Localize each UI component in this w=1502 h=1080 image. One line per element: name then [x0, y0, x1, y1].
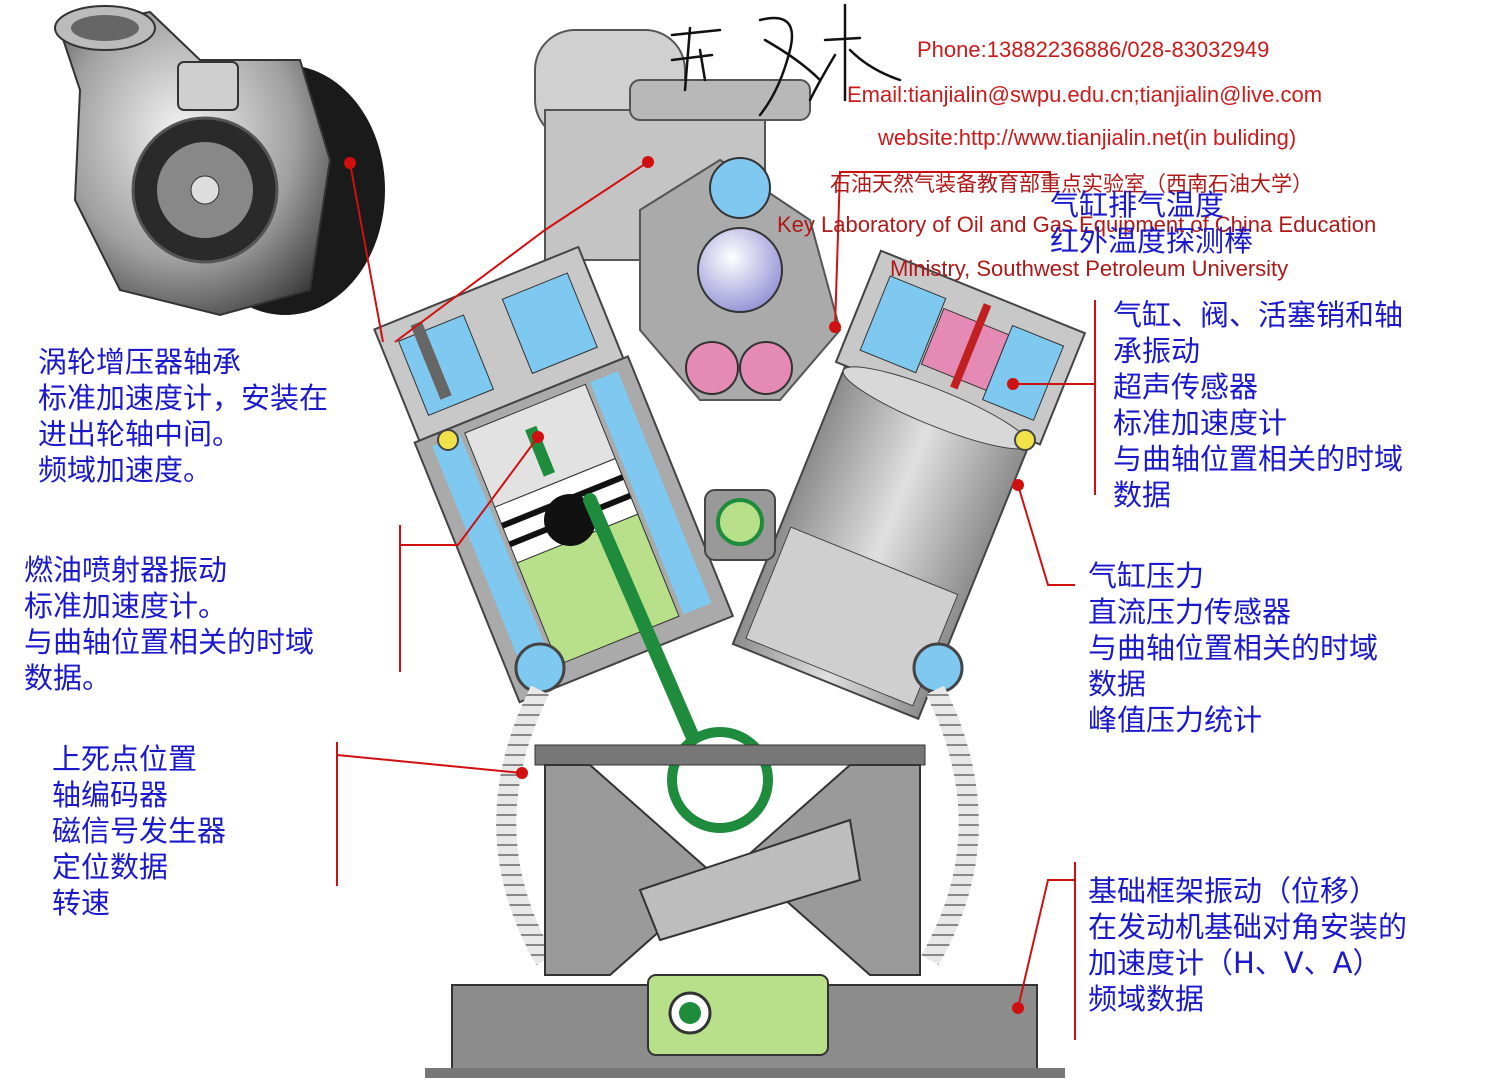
right-cylinder-bank: [731, 249, 1087, 721]
head-bolt-right: [1014, 429, 1036, 451]
callout-line: 磁信号发生器: [52, 814, 227, 848]
leader-turbo: [349, 162, 384, 343]
left-valve-spring: [410, 321, 452, 400]
callout-foundation-vibration: 基础框架振动（位移） 在发动机基础对角安装的 加速度计（H、V、A） 频域数据: [1088, 873, 1407, 1017]
callout-line: 转速: [52, 886, 111, 920]
turbo-outlet-flange: [177, 61, 239, 111]
callout-line: 与曲轴位置相关的时域: [1088, 631, 1379, 665]
callout-line: 轴编码器: [52, 778, 169, 812]
callout-line: 标准加速度计: [1113, 406, 1288, 440]
callout-line: 涡轮增压器轴承: [38, 345, 242, 379]
turbo-hub: [190, 175, 220, 205]
leader-tdc: [336, 754, 523, 774]
left-block-water-right: [589, 371, 712, 615]
callout-line: 数据: [1113, 478, 1172, 512]
leader-exhaust-temp: [834, 171, 1051, 328]
callout-line: 频域数据: [1088, 982, 1205, 1016]
right-head-water-jacket: [859, 275, 947, 374]
left-head-water-jacket-2: [501, 272, 598, 375]
engine-base: [425, 974, 1065, 1078]
callout-valve-vibration: 气缸、阀、活塞销和轴 承振动 超声传感器 标准加速度计 与曲轴位置相关的时域 数…: [1113, 297, 1403, 513]
left-wrist-pin: [544, 494, 596, 546]
leader-pressure: [1017, 484, 1075, 586]
callout-line: 直流压力传感器: [1088, 595, 1292, 629]
callout-line: 承振动: [1113, 334, 1201, 368]
callout-cylinder-pressure: 气缸压力 直流压力传感器 与曲轴位置相关的时域 数据 峰值压力统计: [1088, 558, 1378, 738]
callout-line: 进出轮轴中间。: [38, 417, 242, 451]
valley-housing: [639, 157, 842, 401]
leader-lines: [336, 161, 1096, 1040]
left-cylinder-bank: [373, 245, 735, 704]
leader-exhaust-manifold: [394, 161, 649, 343]
crankcase-frame: [496, 685, 979, 976]
callout-line: 与曲轴位置相关的时域: [1113, 442, 1404, 476]
oil-pump-core: [679, 1002, 701, 1024]
crank-counterweight: [638, 818, 862, 942]
coolant-pipe-right: [912, 642, 964, 694]
valley-coolant-port: [709, 157, 771, 219]
right-valve-stem: [950, 303, 992, 390]
contact-email: Email:tianjialin@swpu.edu.cn;tianjialin@…: [847, 82, 1323, 107]
leader-foundation: [1017, 879, 1075, 1009]
contact-phone: Phone:13882236886/028-83032949: [917, 37, 1270, 62]
callout-exhaust-temperature: 气缸排气温度 红外温度探测棒: [1050, 187, 1253, 259]
callout-line: 基础框架振动（位移）: [1088, 874, 1379, 908]
callout-line: 加速度计（H、V、A）: [1088, 946, 1382, 980]
callout-line: 标准加速度计。: [24, 589, 228, 623]
callout-tdc-position: 上死点位置 轴编码器 磁信号发生器 定位数据 转速: [52, 741, 226, 921]
callout-fuel-injector: 燃油喷射器振动 标准加速度计。 与曲轴位置相关的时域 数据。: [24, 552, 314, 696]
intake-port-left: [685, 341, 739, 395]
callout-line: 定位数据: [52, 850, 169, 884]
turbo-inlet-opening: [71, 15, 139, 41]
coolant-pipe-left: [514, 642, 566, 694]
callout-line: 气缸、阀、活塞销和轴: [1113, 298, 1404, 332]
turbocharger: [54, 5, 385, 317]
lab-name-en-line2: Ministry, Southwest Petroleum University: [890, 256, 1289, 281]
leader-injector: [400, 436, 539, 546]
callout-line: 红外温度探测棒: [1050, 224, 1254, 258]
callout-line: 数据。: [24, 661, 112, 695]
callout-line: 燃油喷射器振动: [24, 553, 228, 587]
callout-turbo-bearing: 涡轮增压器轴承 标准加速度计，安装在 进出轮轴中间。 频域加速度。: [38, 344, 328, 488]
callout-line: 在发动机基础对角安装的: [1088, 910, 1408, 944]
head-bolt-left: [437, 429, 459, 451]
handwritten-signature: [670, 3, 902, 117]
crankcase-spring-right: [921, 685, 979, 965]
intake-chamber: [697, 227, 783, 313]
lab-name-cn: 石油天然气装备教育部重点实验室（西南石油大学）: [830, 172, 1313, 196]
callout-line: 上死点位置: [52, 742, 198, 776]
callout-line: 数据: [1088, 667, 1147, 701]
callout-line: 气缸压力: [1088, 559, 1205, 593]
intake-port-right: [739, 341, 793, 395]
callout-line: 标准加速度计，安装在: [38, 381, 329, 415]
callout-line: 与曲轴位置相关的时域: [24, 625, 315, 659]
lab-name-en-line1: Key Laboratory of Oil and Gas Equipment …: [777, 212, 1377, 237]
callout-line: 峰值压力统计: [1088, 703, 1263, 737]
callout-line: 气缸排气温度: [1050, 188, 1225, 222]
contact-website: website:http://www.tianjialin.net(in bul…: [878, 125, 1297, 150]
crankcase-spring-left: [496, 685, 554, 965]
callout-line: 超声传感器: [1113, 370, 1259, 404]
callout-line: 频域加速度。: [38, 453, 213, 487]
camshaft: [704, 489, 776, 561]
left-block-water-left: [432, 434, 554, 678]
